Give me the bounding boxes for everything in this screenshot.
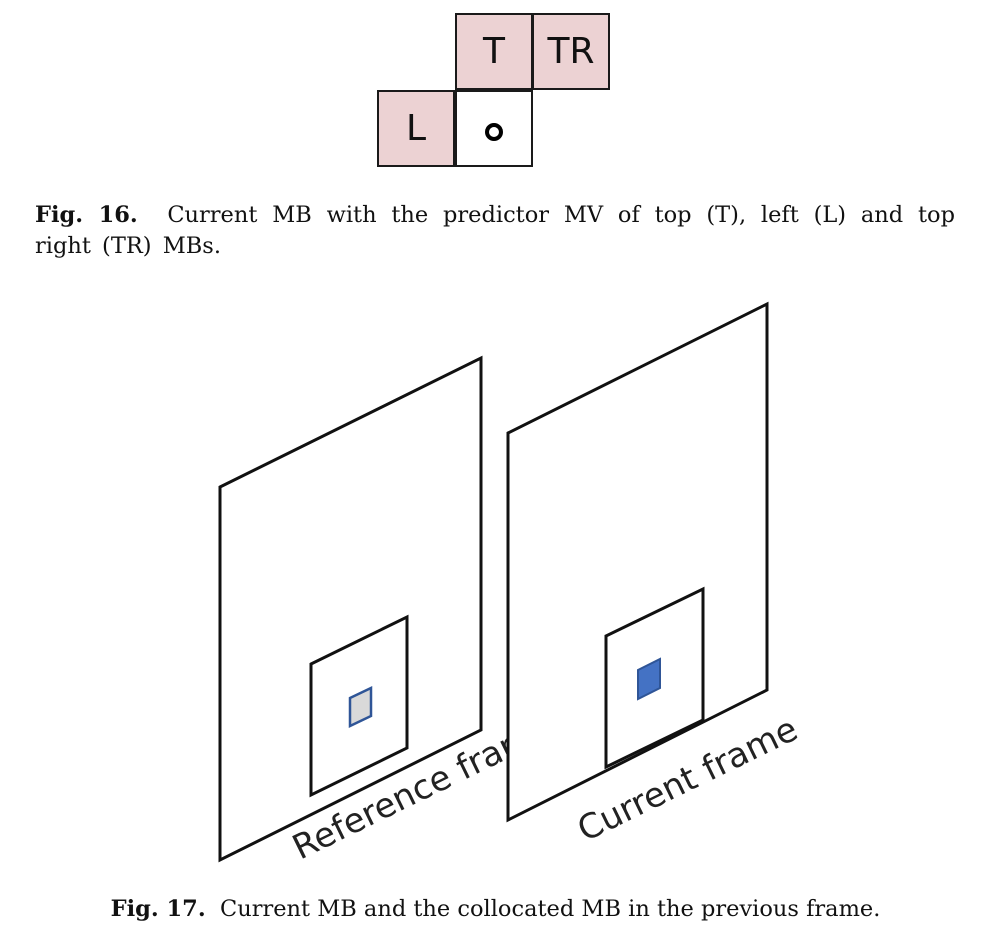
- figure-17-caption-label: Fig. 17.: [110, 896, 206, 922]
- mb-cell-current: [455, 90, 533, 167]
- figure-16-caption-label: Fig. 16.: [35, 202, 138, 228]
- mb-cell-left-label: L: [405, 108, 427, 149]
- mb-neighbor-diagram: T TR L: [377, 13, 613, 170]
- mb-cell-top-right-label: TR: [547, 31, 595, 72]
- figure-16-caption-text: Current MB with the predictor MV of top …: [35, 202, 955, 259]
- mb-cell-left: L: [377, 90, 455, 167]
- collocated-mb: [348, 686, 373, 728]
- current-mb-marker-icon: [485, 122, 503, 141]
- current-frame: Current frame: [506, 301, 804, 850]
- mb-cell-top-label: T: [483, 31, 505, 72]
- mb-cell-top-right: TR: [532, 13, 610, 90]
- current-mb: [637, 657, 661, 701]
- frames-diagram: Reference frame Current frame: [218, 301, 804, 868]
- figure-16-caption: Fig. 16. Current MB with the predictor M…: [35, 200, 955, 262]
- figure-17-caption-text: Current MB and the collocated MB in the …: [219, 896, 881, 922]
- reference-frame-outline: [218, 355, 483, 863]
- mb-cell-top: T: [455, 13, 533, 90]
- figure-17-caption: Fig. 17. Current MB and the collocated M…: [0, 894, 991, 925]
